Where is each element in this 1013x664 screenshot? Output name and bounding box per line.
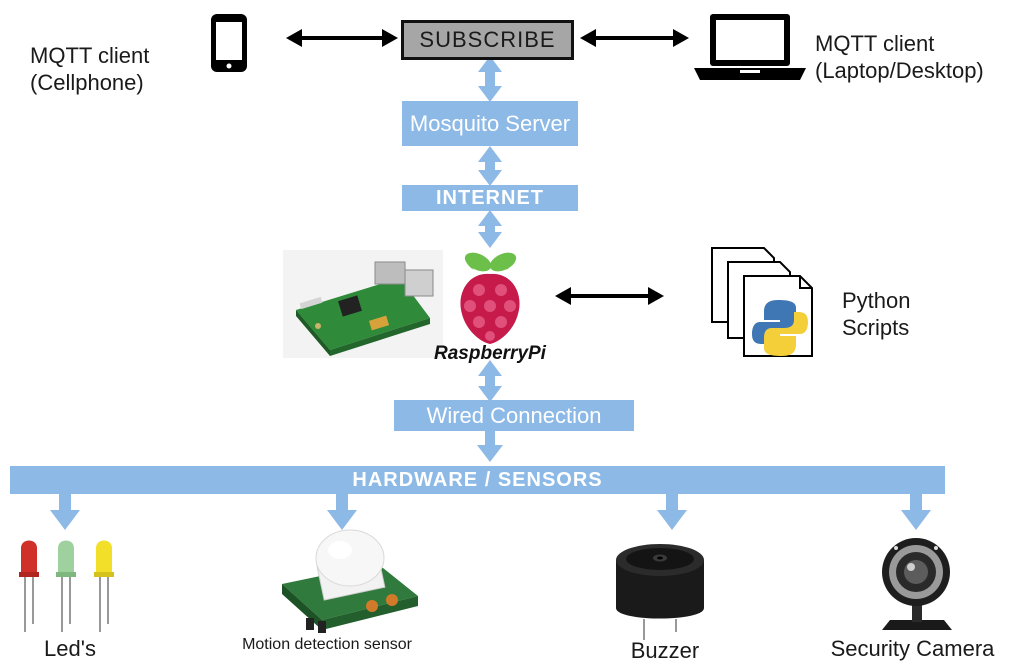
internet-box: INTERNET [402, 185, 578, 211]
arrow-subscribe-server [478, 56, 502, 102]
raspberry-pi-label: RaspberryPi [434, 343, 546, 364]
cellphone-client-label: MQTT client (Cellphone) [30, 42, 200, 96]
laptop-icon [694, 14, 806, 80]
black-arrows [286, 29, 689, 305]
wired-connection-label: Wired Connection [426, 402, 602, 428]
wired-connection-box: Wired Connection [394, 400, 634, 431]
buzzer-label: Buzzer [630, 638, 700, 663]
arrow-phone-subscribe [286, 29, 398, 47]
arrow-to-motion [327, 493, 357, 530]
internet-label: INTERNET [436, 186, 544, 209]
cellphone-client-line2: (Cellphone) [30, 70, 144, 95]
red-led-icon [19, 540, 39, 632]
motion-sensor-image [282, 529, 418, 633]
subscribe-label: SUBSCRIBE [419, 27, 556, 52]
python-scripts-icon [711, 247, 813, 357]
hardware-sensors-label: HARDWARE / SENSORS [352, 468, 603, 491]
python-scripts-label: Python Scripts [842, 287, 952, 341]
subscribe-box: SUBSCRIBE [401, 20, 574, 60]
led-icons [19, 540, 114, 632]
hardware-sensors-bar: HARDWARE / SENSORS [10, 466, 945, 494]
cellphone-icon [211, 14, 247, 72]
python-scripts-line1: Python [842, 288, 911, 313]
yellow-led-icon [94, 540, 114, 632]
arrow-to-buzzer [657, 493, 687, 530]
arrow-wired-hardware [477, 430, 503, 462]
security-camera-label: Security Camera [830, 636, 995, 661]
arrow-internet-raspberry [478, 210, 502, 248]
arrow-server-internet [478, 146, 502, 186]
arrow-raspberry-wired [478, 360, 502, 402]
raspberry-pi-board-image [283, 250, 443, 358]
laptop-client-line2: (Laptop/Desktop) [815, 58, 984, 83]
arrow-subscribe-laptop [580, 29, 689, 47]
motion-sensor-label: Motion detection sensor [242, 636, 412, 653]
python-logo-icon [752, 300, 808, 356]
buzzer-image [616, 544, 704, 640]
mosquito-server-label: Mosquito Server [409, 110, 571, 136]
python-scripts-line2: Scripts [842, 315, 910, 340]
laptop-client-label: MQTT client (Laptop/Desktop) [815, 30, 1010, 84]
arrow-raspberry-scripts [555, 287, 664, 305]
leds-label: Led's [44, 636, 96, 661]
cellphone-client-line1: MQTT client [30, 43, 150, 68]
connector-arrows [50, 56, 931, 530]
green-led-icon [56, 540, 76, 632]
mosquito-server-box: Mosquito Server [402, 101, 578, 146]
raspberry-logo-icon [460, 252, 520, 344]
arrow-to-camera [901, 493, 931, 530]
arrow-to-leds [50, 493, 80, 530]
laptop-client-line1: MQTT client [815, 31, 935, 56]
webcam-image [882, 538, 952, 630]
